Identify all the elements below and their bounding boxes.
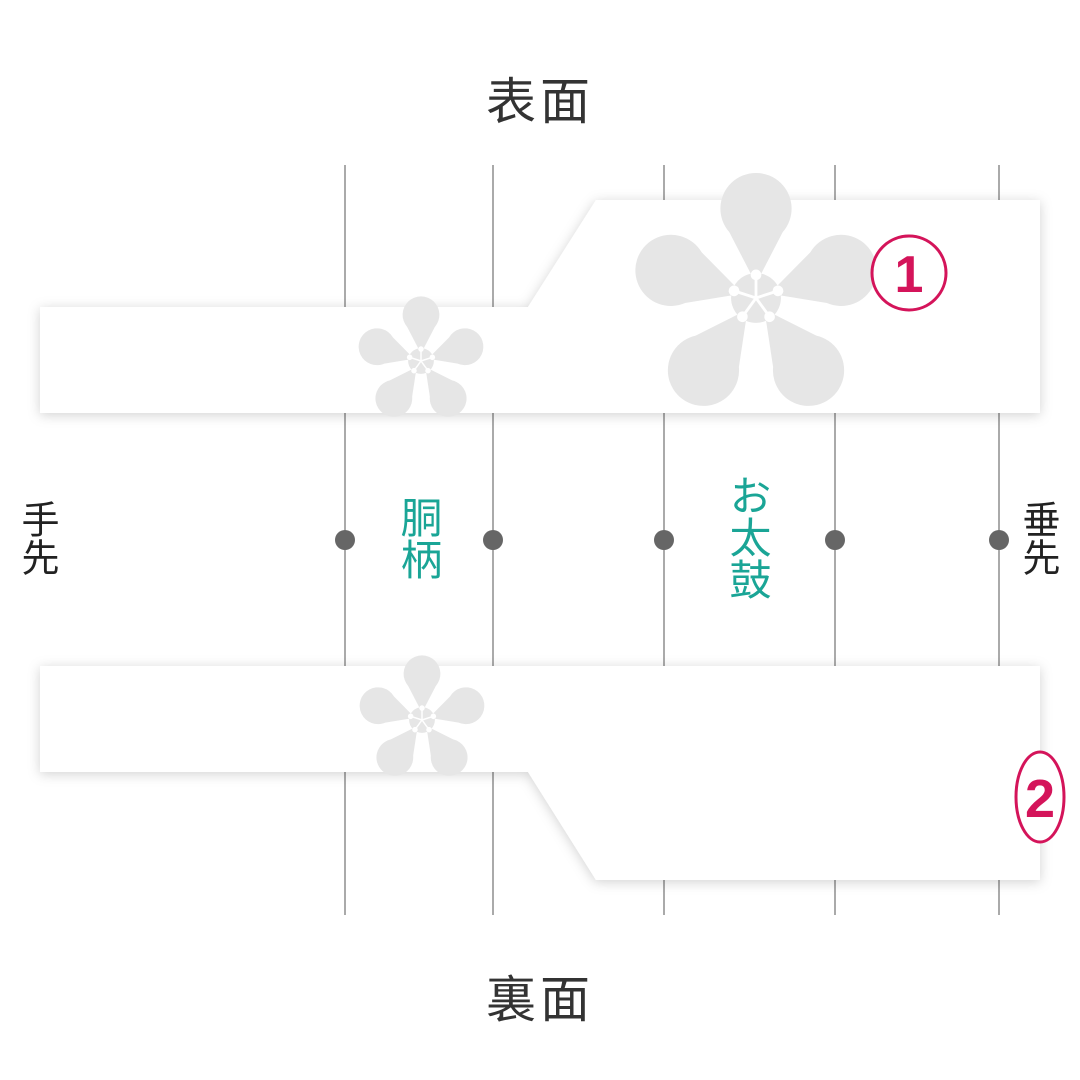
zone-dot [989,530,1009,550]
zone-dot [654,530,674,550]
front-number-text: 1 [895,246,924,304]
side-label-left: 手先 [15,500,59,576]
front-obi-strip [40,200,1040,413]
zone-label-body-pattern: 胴柄 [394,496,443,580]
side-label-right: 垂先 [1016,500,1060,576]
zone-dot [483,530,503,550]
back-obi-strip [40,666,1040,880]
back-number-marker: 2 [1014,750,1066,844]
zone-label-otaiko: お太鼓 [723,474,772,600]
zone-dot [825,530,845,550]
front-number-marker: 1 [870,234,948,312]
front-side-title: 表面 [486,73,594,131]
zone-dot [335,530,355,550]
back-number-text: 2 [1025,769,1055,829]
back-side-title: 裏面 [486,971,594,1029]
